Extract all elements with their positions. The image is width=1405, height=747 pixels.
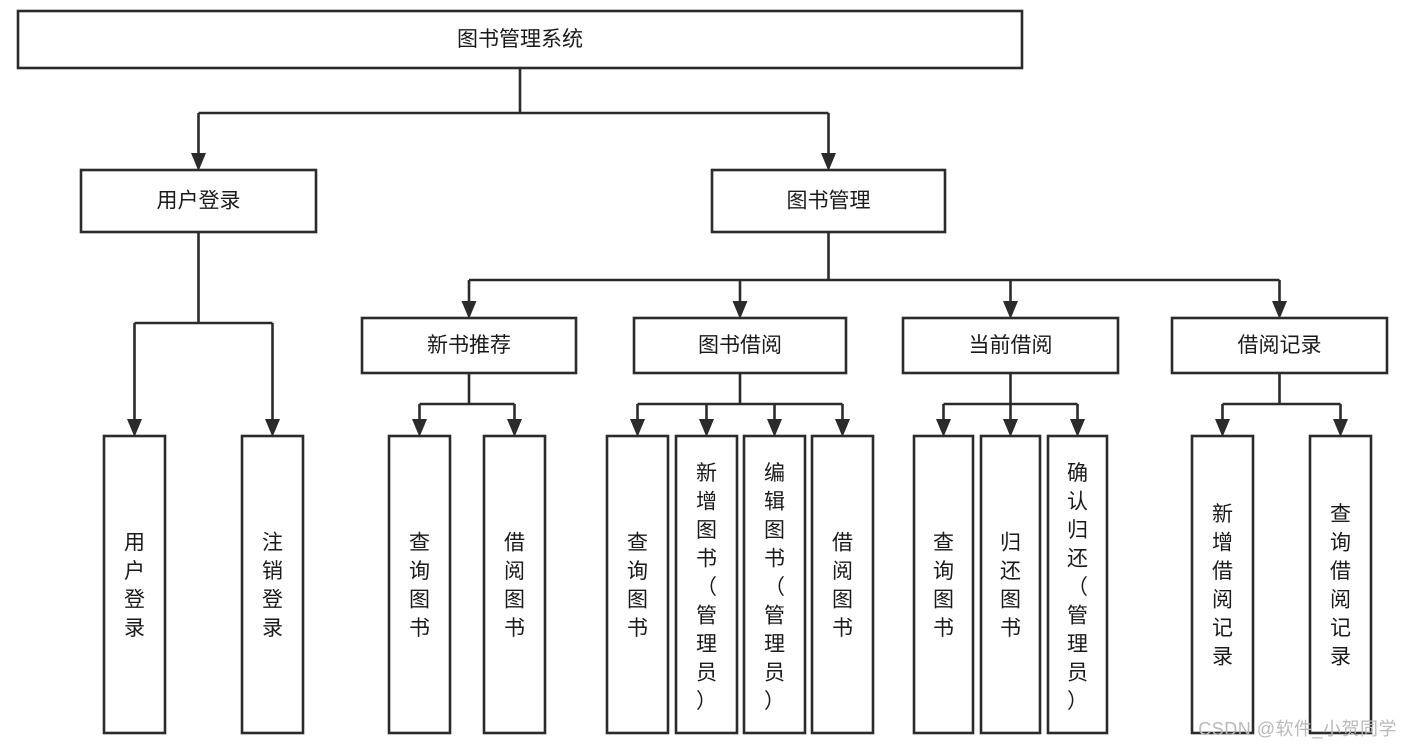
node-box [360, 316, 578, 375]
node-box [674, 434, 739, 735]
node-box [810, 434, 875, 735]
node-book-borrow[interactable]: 图书借阅 [632, 316, 848, 375]
node-leaf-return-book[interactable]: 归还图书 [979, 434, 1042, 735]
arrow-head-icon [461, 301, 477, 319]
node-box [79, 168, 318, 234]
node-label: 图书管理 [787, 190, 871, 213]
node-box [102, 434, 167, 735]
node-label: 用户登录 [124, 532, 145, 641]
arrow-head-icon [732, 301, 748, 319]
node-box [1190, 434, 1255, 735]
edge-group-user-login [127, 232, 280, 437]
node-label: 图书借阅 [698, 334, 782, 357]
node-leaf-query-book-2[interactable]: 查询图书 [605, 434, 670, 735]
node-root[interactable]: 图书管理系统 [16, 9, 1024, 70]
node-borrow-record[interactable]: 借阅记录 [1170, 316, 1389, 375]
arrow-head-icon [127, 419, 142, 437]
node-leaf-query-book-3[interactable]: 查询图书 [912, 434, 975, 735]
node-label: 图书管理系统 [457, 28, 583, 51]
node-label: 确认归还（管理员） [1067, 462, 1088, 713]
arrow-head-icon [191, 153, 206, 171]
node-label: 注销登录 [262, 532, 283, 641]
arrow-head-icon [936, 419, 951, 437]
node-label: 新增借阅记录 [1212, 503, 1233, 669]
arrow-head-icon [507, 419, 522, 437]
node-label: 借阅图书 [504, 532, 525, 641]
node-label: 查询图书 [409, 532, 430, 641]
node-leaf-logout[interactable]: 注销登录 [240, 434, 305, 735]
edge-group-book-borrow [630, 373, 850, 437]
node-leaf-query-book-1[interactable]: 查询图书 [387, 434, 452, 735]
node-label: 借阅图书 [832, 532, 853, 641]
node-box [1046, 434, 1109, 735]
arrow-head-icon [1070, 419, 1085, 437]
node-leaf-borrow-book-2[interactable]: 借阅图书 [810, 434, 875, 735]
node-label: 当前借阅 [969, 334, 1053, 357]
arrow-head-icon [1333, 419, 1348, 437]
node-label: 新增图书（管理员） [696, 462, 717, 713]
node-box [1308, 434, 1373, 735]
node-box [482, 434, 547, 735]
connector-layer [127, 68, 1348, 437]
node-label: 查询图书 [627, 532, 648, 641]
node-leaf-edit-book[interactable]: 编辑图书（管理员） [742, 434, 807, 735]
node-label: 查询图书 [933, 532, 954, 641]
node-label: 借阅记录 [1238, 334, 1322, 357]
watermark-label: CSDN @软件_小贺同学 [1198, 719, 1397, 739]
node-box [912, 434, 975, 735]
node-leaf-add-book[interactable]: 新增图书（管理员） [674, 434, 739, 735]
node-box [1170, 316, 1389, 375]
node-box [16, 9, 1024, 70]
node-book-manage[interactable]: 图书管理 [710, 168, 947, 234]
node-leaf-confirm-return[interactable]: 确认归还（管理员） [1046, 434, 1109, 735]
arrow-head-icon [630, 419, 645, 437]
edge-group-borrow-record [1215, 373, 1348, 437]
arrow-head-icon [265, 419, 280, 437]
node-user-login[interactable]: 用户登录 [79, 168, 318, 234]
arrow-head-icon [412, 419, 427, 437]
arrow-head-icon [1003, 301, 1018, 319]
node-leaf-query-record[interactable]: 查询借阅记录 [1308, 434, 1373, 735]
edge-group-current-borrow [936, 373, 1085, 437]
node-leaf-borrow-book-1[interactable]: 借阅图书 [482, 434, 547, 735]
arrow-head-icon [1003, 419, 1018, 437]
node-label: 查询借阅记录 [1330, 503, 1351, 669]
edge-group-root [191, 68, 836, 171]
arrow-head-icon [1272, 301, 1287, 319]
edge-group-new-book-recommend [412, 373, 522, 437]
arrow-head-icon [1215, 419, 1230, 437]
arrow-head-icon [821, 153, 836, 171]
node-box [710, 168, 947, 234]
arrow-head-icon [767, 419, 782, 437]
node-label: 归还图书 [1000, 532, 1021, 641]
node-label: 新书推荐 [427, 334, 511, 357]
arrow-head-icon [835, 419, 850, 437]
edge-group-book-manage [461, 232, 1287, 319]
node-leaf-user-login[interactable]: 用户登录 [102, 434, 167, 735]
node-box [240, 434, 305, 735]
node-box [742, 434, 807, 735]
node-label: 用户登录 [157, 190, 241, 213]
node-box [979, 434, 1042, 735]
arrow-head-icon [699, 419, 714, 437]
node-current-borrow[interactable]: 当前借阅 [901, 316, 1120, 375]
node-new-book-recommend[interactable]: 新书推荐 [360, 316, 578, 375]
node-leaf-add-record[interactable]: 新增借阅记录 [1190, 434, 1255, 735]
node-box [605, 434, 670, 735]
node-box [632, 316, 848, 375]
node-box [387, 434, 452, 735]
node-box [901, 316, 1120, 375]
node-label: 编辑图书（管理员） [764, 462, 785, 713]
node-layer: 图书管理系统用户登录图书管理新书推荐图书借阅当前借阅借阅记录用户登录注销登录查询… [16, 9, 1389, 735]
